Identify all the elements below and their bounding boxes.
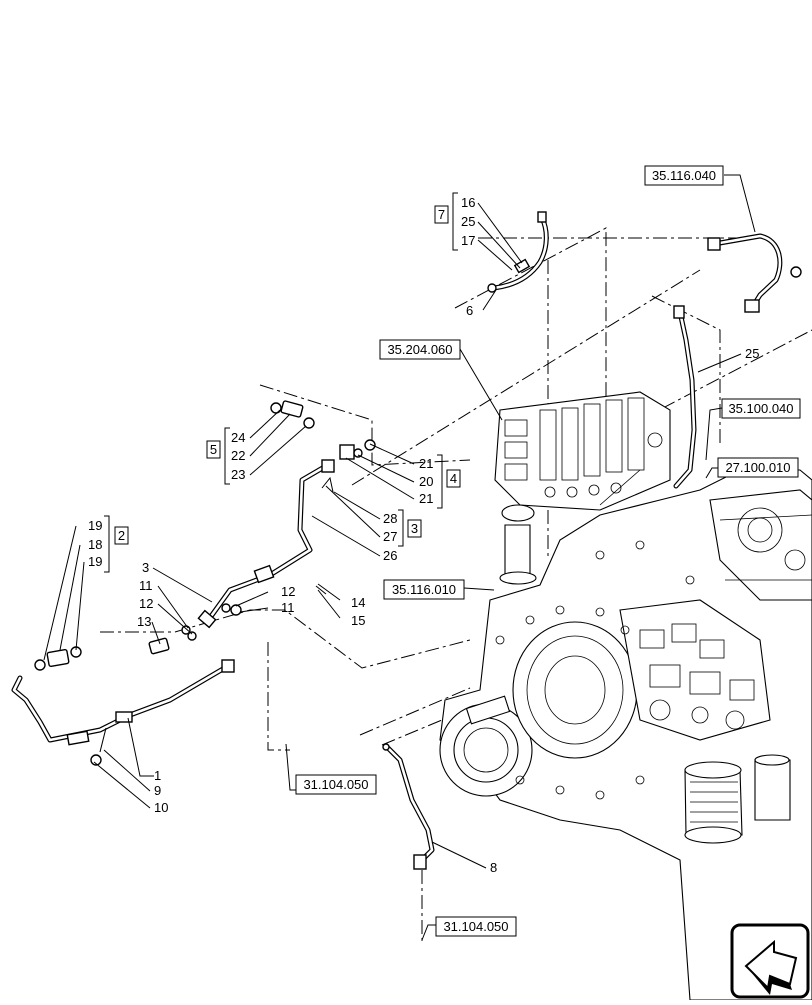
callout-25-hose: 25	[745, 346, 759, 361]
callout-17: 17	[461, 233, 475, 248]
callout-16: 16	[461, 195, 475, 210]
part-2-fitting	[34, 646, 82, 671]
group-number: 7	[438, 207, 445, 222]
group-4: 4	[437, 454, 461, 509]
group-5: 5	[206, 427, 230, 485]
callout-20: 20	[419, 474, 433, 489]
callout-22: 22	[231, 448, 245, 463]
part-6-pipe	[487, 211, 549, 293]
next-page-arrow-icon[interactable]	[730, 923, 810, 999]
part-25-hose	[673, 305, 697, 489]
callout-21: 21	[419, 456, 433, 471]
callout-11: 11	[139, 578, 153, 593]
callout-14: 14	[351, 595, 365, 610]
callout-25: 25	[461, 214, 475, 229]
parts-11-12-13	[148, 585, 327, 655]
ref-label: 35.116.010	[392, 582, 456, 597]
callout-23: 23	[231, 467, 245, 482]
part-4-fitting	[339, 439, 376, 460]
group-number: 5	[210, 442, 217, 457]
ref-label: 31.104.050	[303, 777, 368, 792]
callout-12: 12	[139, 596, 153, 611]
control-valve-block	[494, 391, 671, 585]
callout-10: 10	[154, 800, 168, 815]
callout-12: 12	[281, 584, 295, 599]
group-number: 3	[411, 521, 418, 536]
group-3: 3	[398, 509, 422, 547]
callout-18: 18	[88, 537, 102, 552]
callout-24: 24	[231, 430, 245, 445]
part-8-pipe	[382, 743, 435, 870]
callout-3: 3	[142, 560, 149, 575]
callout-11: 11	[281, 600, 295, 615]
ref-box-31-104-050-upper[interactable]: 31.104.050	[295, 774, 377, 795]
callout-28: 28	[383, 511, 397, 526]
leader-lines	[43, 174, 756, 941]
ref-box-35-116-010[interactable]: 35.116.010	[383, 579, 465, 600]
callout-numbers: 16 25 17 6 25 24 22 23 21 20 21 28 27 26…	[88, 195, 759, 875]
callout-26: 26	[383, 548, 397, 563]
callout-9: 9	[154, 783, 161, 798]
pipe-35-116-040	[707, 233, 802, 313]
ref-label: 35.100.040	[728, 401, 793, 416]
callout-15: 15	[351, 613, 365, 628]
ref-box-35-204-060[interactable]: 35.204.060	[379, 339, 461, 360]
ref-box-31-104-050-lower[interactable]: 31.104.050	[435, 916, 517, 937]
part-26-pipe	[209, 459, 335, 618]
callout-13: 13	[137, 614, 151, 629]
ref-box-27-100-010[interactable]: 27.100.010	[717, 457, 799, 478]
callout-6: 6	[466, 303, 473, 318]
ref-label: 35.204.060	[387, 342, 452, 357]
group-number: 4	[450, 471, 457, 486]
ref-label: 31.104.050	[443, 919, 508, 934]
group-number: 2	[118, 528, 125, 543]
part-5-fitting	[270, 400, 315, 429]
ref-label: 35.116.040	[652, 168, 716, 183]
callout-27: 27	[383, 529, 397, 544]
ref-box-35-100-040[interactable]: 35.100.040	[721, 398, 801, 419]
ref-box-35-116-040[interactable]: 35.116.040	[644, 165, 724, 186]
part-3-clip	[321, 476, 334, 493]
group-2: 2	[104, 515, 129, 573]
callout-19: 19	[88, 554, 102, 569]
callout-19: 19	[88, 518, 102, 533]
ref-label: 27.100.010	[725, 460, 790, 475]
part-1-pipe	[11, 659, 235, 766]
group-7: 7	[434, 192, 458, 251]
callout-8: 8	[490, 860, 497, 875]
callout-21: 21	[419, 491, 433, 506]
callout-1: 1	[154, 768, 161, 783]
transmission-housing	[439, 469, 812, 1001]
